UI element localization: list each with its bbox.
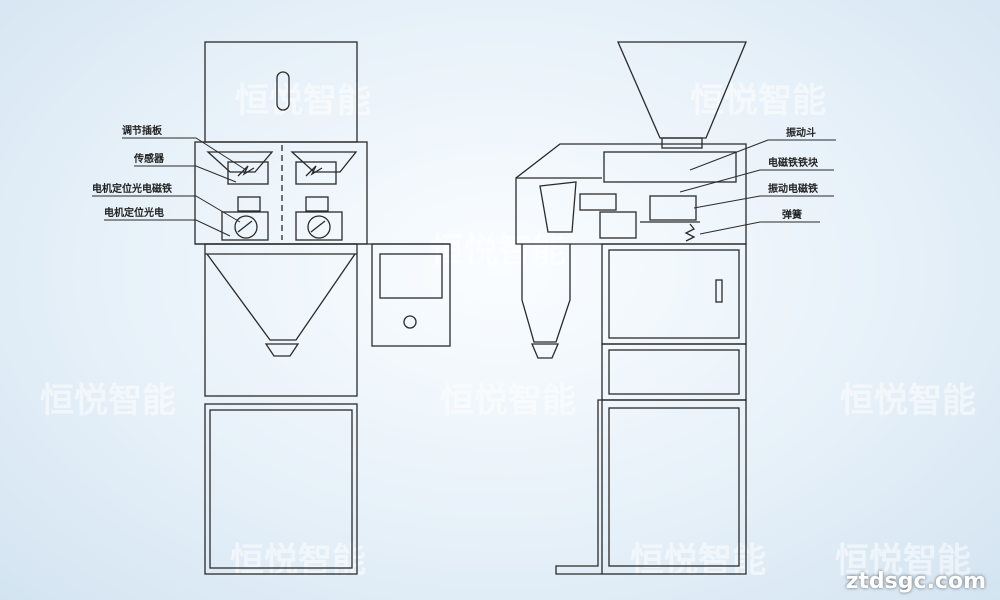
left-motor-shaft — [237, 220, 253, 233]
base-rail — [555, 399, 602, 575]
left-motor-magnet — [237, 196, 261, 212]
funnel-outlet — [264, 343, 300, 357]
sight-window — [276, 71, 290, 111]
watermark-text: 恒悦智能 — [235, 81, 371, 121]
label-vibrating-hopper: 振动斗 — [786, 126, 816, 139]
side-view-machine — [515, 41, 747, 575]
leader-line — [679, 169, 834, 193]
magnet-block — [579, 193, 617, 211]
leader-line — [104, 219, 231, 237]
front-view-machine — [194, 41, 451, 575]
spring-coil — [684, 223, 696, 242]
watermark-text: 恒悦智能 — [440, 381, 576, 421]
watermark-text: 恒悦智能 — [430, 231, 566, 271]
leader-line — [122, 137, 247, 171]
leader-line — [689, 139, 836, 171]
side-cabinet — [601, 243, 747, 345]
leader-line — [92, 195, 241, 223]
control-screen — [379, 253, 443, 299]
front-view-labels: 调节插板 传感器 电机定位光电磁铁 电机定位光电 — [92, 124, 247, 237]
label-motor-magnet: 电机定位光电磁铁 — [92, 182, 172, 195]
left-weigh-bucket — [221, 211, 269, 241]
door-handle — [715, 279, 723, 303]
right-weigh-bucket — [295, 211, 343, 241]
left-sensor-box — [227, 161, 269, 185]
label-sensor: 传感器 — [133, 152, 165, 165]
base-door — [209, 409, 353, 569]
discharge-chute — [539, 181, 577, 233]
weighing-chamber — [194, 141, 368, 245]
left-sensor-mark — [237, 165, 255, 177]
watermark-text: 恒悦智能 — [690, 81, 826, 121]
side-funnel-outlet — [531, 343, 559, 359]
label-spring: 弹簧 — [782, 208, 802, 221]
side-funnel — [521, 244, 571, 343]
head-housing — [515, 143, 747, 245]
label-vibrating-magnet: 振动电磁铁 — [768, 182, 818, 195]
label-adjust-plate: 调节插板 — [122, 124, 163, 137]
leader-line — [693, 195, 834, 209]
middle-panel-inner — [608, 349, 740, 395]
feed-hopper — [617, 41, 747, 139]
watermark-text: 恒悦智能 — [230, 541, 366, 581]
right-motor-shaft — [310, 220, 326, 233]
watermark-text: 恒悦智能 — [835, 541, 971, 581]
left-feed-chute — [206, 151, 274, 173]
right-sensor-mark — [305, 165, 323, 177]
leader-line — [134, 165, 237, 183]
funnel-chamber — [204, 243, 358, 397]
side-base-door — [608, 407, 740, 567]
left-motor — [234, 215, 258, 239]
watermark-layer: 恒悦智能 恒悦智能 恒悦智能 恒悦智能 恒悦智能 恒悦智能 恒悦智能 恒悦智能 … — [40, 81, 976, 581]
right-sensor-box — [295, 161, 337, 185]
vibrating-hopper — [603, 151, 737, 183]
control-panel — [371, 243, 451, 347]
vibrating-magnet — [649, 195, 697, 221]
site-url: ztdsgc.com — [845, 569, 986, 594]
watermark-text: 恒悦智能 — [40, 381, 176, 421]
collecting-funnel — [206, 253, 356, 341]
right-feed-chute — [290, 151, 358, 173]
leader-line — [699, 221, 820, 235]
right-motor — [307, 215, 331, 239]
label-magnet-block: 电磁铁铁块 — [768, 156, 819, 169]
watermark-text: 恒悦智能 — [840, 381, 976, 421]
side-view-labels: 振动斗 电磁铁铁块 振动电磁铁 弹簧 — [679, 126, 836, 235]
right-motor-magnet — [305, 196, 329, 212]
hopper-neck — [661, 137, 703, 149]
control-button — [403, 315, 417, 329]
side-cabinet-door — [608, 249, 740, 339]
label-motor-photo: 电机定位光电 — [104, 206, 164, 219]
side-base — [601, 399, 747, 575]
magnet-base — [599, 211, 637, 239]
middle-panel — [601, 343, 747, 401]
base-cabinet — [204, 403, 358, 575]
